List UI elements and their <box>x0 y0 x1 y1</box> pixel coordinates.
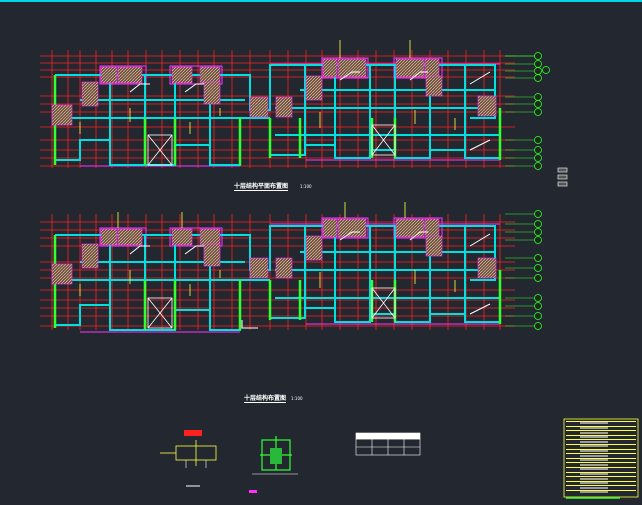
upper-stairs <box>147 124 396 166</box>
title-block-row <box>566 476 636 478</box>
title-block-cell <box>580 445 608 448</box>
title-block-cell <box>580 463 608 466</box>
title-block-cell <box>580 440 608 443</box>
title-block-row <box>566 457 636 459</box>
upper-annotations <box>79 40 456 134</box>
title-block-rows <box>566 421 636 495</box>
detail-table[interactable] <box>355 432 421 456</box>
title-block-cell <box>580 468 608 471</box>
title-block-cell <box>580 436 608 439</box>
title-block-cell <box>580 472 608 475</box>
title-block-cell <box>580 491 608 494</box>
title-block-cell <box>580 431 608 434</box>
title-block-cell <box>580 449 608 452</box>
lower-hatch-blocks <box>51 218 497 285</box>
title-block-row <box>566 462 636 464</box>
detail-2-magenta-tag <box>249 490 257 493</box>
title-block-row <box>566 471 636 473</box>
title-block-cell <box>580 482 608 485</box>
title-block-cell <box>580 426 608 429</box>
title-block-row <box>566 439 636 441</box>
upper-floor-plan[interactable] <box>40 40 550 170</box>
lower-stairs <box>147 287 396 329</box>
detail-section-1[interactable] <box>160 430 217 487</box>
lower-grid-bubbles[interactable] <box>534 210 542 330</box>
title-block-row <box>566 480 636 482</box>
lower-floor-plan[interactable] <box>40 202 542 333</box>
lower-plan-title: 十层结构布置图 <box>244 395 287 403</box>
title-block-cell <box>580 454 608 457</box>
upper-openings <box>129 71 491 151</box>
title-block-row <box>566 421 636 422</box>
title-block-row <box>566 448 636 450</box>
upper-grid-bubbles[interactable] <box>505 52 550 170</box>
title-block-row <box>566 490 636 491</box>
viewport-top-border <box>0 0 642 2</box>
lower-beams <box>80 217 500 333</box>
title-block-row <box>566 444 636 445</box>
lower-annotations <box>79 202 456 296</box>
title-block[interactable] <box>563 418 639 499</box>
title-block-row <box>566 453 636 455</box>
upper-hatch-blocks <box>51 58 497 126</box>
lower-openings <box>129 231 491 329</box>
upper-plan-title: 十层结构平面布置图 <box>234 183 289 191</box>
title-block-cell <box>580 459 608 462</box>
title-block-row <box>566 425 636 427</box>
legend-swatches <box>557 167 568 187</box>
title-block-row <box>566 485 636 487</box>
title-block-cell <box>580 486 608 489</box>
title-block-cell <box>580 422 608 425</box>
upper-grid-lead-lines <box>505 63 534 167</box>
lower-grid-lead-lines <box>505 213 534 327</box>
title-block-row <box>566 430 636 432</box>
title-block-cell <box>580 477 608 480</box>
detail-1-red-bar <box>184 430 202 436</box>
title-block-row <box>566 434 636 436</box>
title-block-row <box>566 467 636 468</box>
detail-section-2[interactable] <box>249 436 298 493</box>
upper-plan-scale: 1:100 <box>300 184 312 189</box>
lower-plan-scale: 1:100 <box>291 396 303 401</box>
